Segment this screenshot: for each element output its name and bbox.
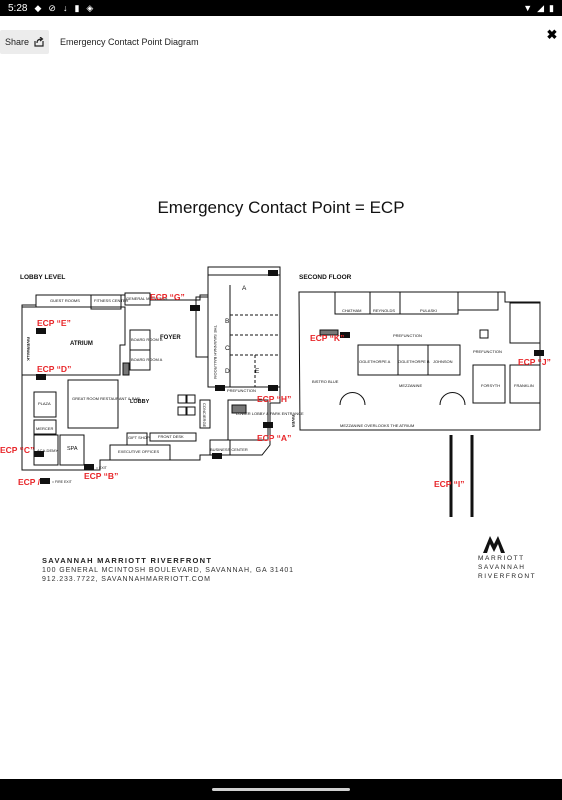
lobby-level-title: LOBBY LEVEL <box>20 274 65 281</box>
ballroom-label: THE SAVANNAH BALLROOM <box>213 325 218 379</box>
concierge-label: CONCIERGE <box>202 403 207 428</box>
signal-icon: ◢ <box>537 2 545 13</box>
logo-line-3: RIVERFRONT <box>478 573 537 580</box>
sd-card-icon: ▮ <box>74 2 80 13</box>
prefunction-right-label: PREFUNCTION <box>473 349 502 354</box>
ballroom-section-b: B <box>225 318 229 325</box>
maps-icon: ◆ <box>34 2 42 13</box>
gift-shop-label: GIFT SHOP <box>128 435 150 440</box>
status-bar: 5:28 ◆ ⊘ ↓ ▮ ◈ ▼ ◢ ▮ <box>0 0 562 16</box>
front-desk-label: FRONT DESK <box>158 434 184 439</box>
guest-rooms-label: GUEST ROOMS <box>50 298 80 303</box>
overlook-label: MEZZANINE OVERLOOKS THE ATRIUM <box>340 423 414 428</box>
ecp-e-label: ECP “E” <box>37 318 71 328</box>
floor-plan-map: LOBBY LEVEL SECOND FLOOR GUEST ROOMS FIT… <box>0 266 551 517</box>
foyer-label: FOYER <box>160 335 181 341</box>
ecp-legend-prefix: ECP / <box>18 477 41 487</box>
location-icon: ◈ <box>86 2 94 13</box>
status-right: ▼ ◢ ▮ <box>523 2 554 13</box>
general-mcintosh-label: GENERAL MCINTOSH <box>126 296 167 301</box>
board-room-b-label: BOARD ROOM B <box>131 337 163 342</box>
vpn-icon: ⊘ <box>48 2 56 13</box>
oglethorpe-a-label: OGLETHORPE A <box>359 359 391 364</box>
river-label: RIVER <box>291 415 296 427</box>
johnson-label: JOHNSON <box>433 359 453 364</box>
status-left: 5:28 ◆ ⊘ ↓ ▮ ◈ <box>8 3 93 14</box>
status-time: 5:28 <box>8 2 28 14</box>
second-floor-title: SECOND FLOOR <box>299 274 352 281</box>
ecp-a-label: ECP “A” <box>257 433 291 443</box>
spa-label: SPA <box>67 446 78 452</box>
exit-legend-label: = EXIT <box>96 466 108 470</box>
ecp-h-label: ECP “H” <box>257 394 291 404</box>
navigation-bar <box>0 779 562 800</box>
share-icon <box>34 37 44 47</box>
ecp-j-label: ECP “J” <box>518 357 551 367</box>
ballroom-section-e: E <box>255 368 260 375</box>
hotel-address-block: SAVANNAH MARRIOTT RIVERFRONT 100 GENERAL… <box>42 556 294 583</box>
hotel-name: SAVANNAH MARRIOTT RIVERFRONT <box>42 556 213 565</box>
second-floor-outline <box>298 291 541 431</box>
top-bar: Share Emergency Contact Point Diagram <box>0 30 562 54</box>
logo-line-1: MARRIOTT <box>478 555 525 562</box>
prefunction-top-label: PREFUNCTION <box>393 333 422 338</box>
fire-exit-legend-label: = FIRE EXIT <box>52 480 73 484</box>
academy-label: ACA-DEMY <box>37 448 58 453</box>
ecp-i-label: ECP “I” <box>434 479 465 489</box>
battery-icon: ▮ <box>549 2 554 13</box>
download-icon: ↓ <box>62 2 68 13</box>
share-label: Share <box>4 37 30 47</box>
reynolds-label: REYNOLDS <box>373 308 395 313</box>
fitness-center-label: FITNESS CENTER <box>94 298 129 303</box>
gesture-handle[interactable] <box>212 788 350 791</box>
marriott-logo: MARRIOTT SAVANNAH RIVERFRONT <box>478 534 538 581</box>
riverwalk-label: RIVERWALK <box>26 337 31 361</box>
ecp-b-label: ECP “B” <box>84 471 118 481</box>
mezzanine-label: MEZZANINE <box>399 383 422 388</box>
document-title: Emergency Contact Point Diagram <box>60 37 199 47</box>
plaza-label: PLAZA <box>38 401 51 406</box>
atrium-label: ATRIUM <box>70 341 93 347</box>
board-room-a-label: BOARD ROOM A <box>131 357 163 362</box>
diagram-heading: Emergency Contact Point = ECP <box>157 198 405 217</box>
wifi-icon: ▼ <box>523 2 533 13</box>
hotel-contact: 912.233.7722, SAVANNAHMARRIOTT.COM <box>42 576 211 583</box>
oglethorpe-b-label: OGLETHORPE B <box>398 359 430 364</box>
ballroom-section-a: A <box>242 285 247 292</box>
business-center-label: BUSINESS CENTER <box>210 447 248 452</box>
chatham-label: CHATHAM <box>342 308 361 313</box>
ballroom-section-c: C <box>225 345 230 352</box>
ballroom-section-d: D <box>225 368 230 375</box>
close-icon[interactable]: ✖ <box>546 27 558 42</box>
ecp-c-label: ECP “C” <box>0 445 34 455</box>
marriott-m-icon <box>483 536 505 553</box>
pulaski-label: PULASKI <box>420 308 437 313</box>
executive-offices-label: EXECUTIVE OFFICES <box>118 449 159 454</box>
mercer-label: MERCER <box>36 426 53 431</box>
ecp-k-label: ECP “K” <box>310 333 344 343</box>
great-room-label: GREAT ROOM RESTAURANT & BAR <box>72 396 140 401</box>
forsyth-label: FORSYTH <box>481 383 500 388</box>
hotel-address: 100 GENERAL MCINTOSH BOULEVARD, SAVANNAH… <box>42 567 294 574</box>
logo-line-2: SAVANNAH <box>478 564 526 571</box>
prefunction-label: PREFUNCTION <box>227 388 256 393</box>
lobby-label: LOBBY <box>130 399 150 405</box>
ecp-g-label: ECP “G” <box>150 292 185 302</box>
exit-icons <box>34 270 544 484</box>
franklin-label: FRANKLIN <box>514 383 534 388</box>
bistro-blue-label: BISTRO BLUE <box>312 379 339 384</box>
ecp-d-label: ECP “D” <box>37 364 71 374</box>
share-button[interactable]: Share <box>0 30 49 54</box>
lower-lobby-label: LOWER LOBBY & PARK ENTRANCE <box>236 411 304 416</box>
